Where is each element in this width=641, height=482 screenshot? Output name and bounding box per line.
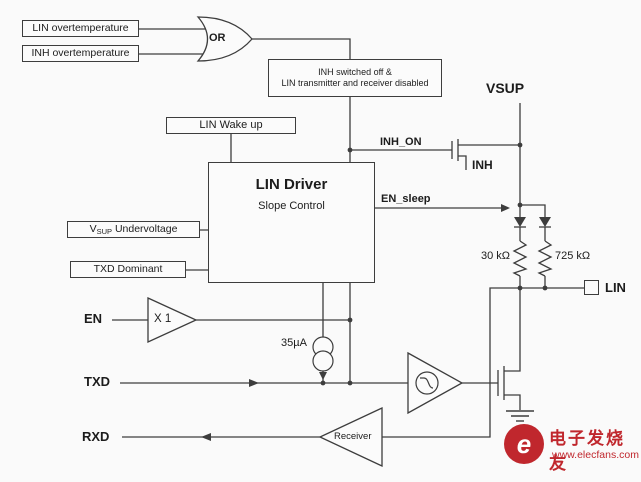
resistor-30k-shape [512, 240, 528, 277]
inh-overtemperature-label: INH overtemperature [31, 46, 130, 59]
receiver-triangle [318, 406, 383, 468]
en-buffer-label: X 1 [154, 313, 172, 325]
shutdown-note-line1: INH switched off & [318, 66, 392, 77]
lin-overtemperature-block: LIN overtemperature [22, 20, 139, 37]
slope-shaper [407, 351, 464, 415]
vsup-undervoltage-block: VSUP Undervoltage [67, 221, 200, 238]
lin-driver-title: LIN Driver [255, 176, 328, 193]
watermark-brand: 电子发烧友 [549, 429, 625, 473]
txd-pin-label: TXD [84, 374, 110, 389]
current-source-label: 35µA [281, 337, 307, 349]
lin-driver-block: LIN Driver Slope Control [208, 162, 375, 283]
diode-slave [539, 217, 551, 228]
lin-pin-box [584, 280, 599, 295]
inh-on-label: INH_ON [380, 136, 422, 148]
ground-symbol [506, 410, 534, 422]
inh-pin-label: INH [472, 158, 493, 172]
current-source [312, 336, 334, 380]
inh-overtemperature-block: INH overtemperature [22, 45, 139, 62]
junction-dots [320, 142, 548, 386]
vsup-uv-prefix: V [89, 222, 97, 235]
lin-wake-up-label: LIN Wake up [199, 118, 263, 131]
output-mosfet [497, 288, 521, 410]
vsup-undervoltage-label: VSUP Undervoltage [90, 223, 178, 236]
lin-overtemperature-label: LIN overtemperature [32, 21, 129, 34]
en-buffer-triangle [147, 296, 198, 344]
resistor-30k-label: 30 kΩ [480, 250, 510, 262]
vsup-uv-rest: Undervoltage [112, 222, 178, 235]
watermark-url: www.elecfans.com [552, 449, 639, 461]
txd-dominant-block: TXD Dominant [70, 261, 186, 278]
watermark-logo: e [504, 424, 544, 464]
resistor-725k-shape [537, 240, 553, 277]
lin-pin-label: LIN [605, 280, 626, 295]
receiver-label: Receiver [334, 431, 372, 442]
lin-wake-up-block: LIN Wake up [166, 117, 296, 134]
inh-mosfet [451, 139, 520, 170]
shutdown-note-block: INH switched off & LIN transmitter and r… [268, 59, 442, 97]
shutdown-note-line2: LIN transmitter and receiver disabled [281, 78, 429, 88]
en-pin-label: EN [84, 311, 103, 326]
or-gate-label: OR [209, 32, 226, 44]
or-gate-shape [196, 16, 253, 62]
arrowheads [201, 204, 510, 441]
vsup-rail-label: VSUP [486, 80, 525, 96]
en-sleep-label: EN_sleep [381, 193, 431, 205]
rxd-pin-label: RXD [82, 429, 110, 444]
vsup-uv-sub: SUP [96, 226, 113, 236]
diode-pullup [514, 217, 526, 228]
resistor-725k-label: 725 kΩ [555, 250, 591, 262]
slope-control-label: Slope Control [258, 199, 325, 212]
watermark-logo-letter: e [516, 428, 532, 459]
txd-dominant-label: TXD Dominant [93, 262, 163, 275]
